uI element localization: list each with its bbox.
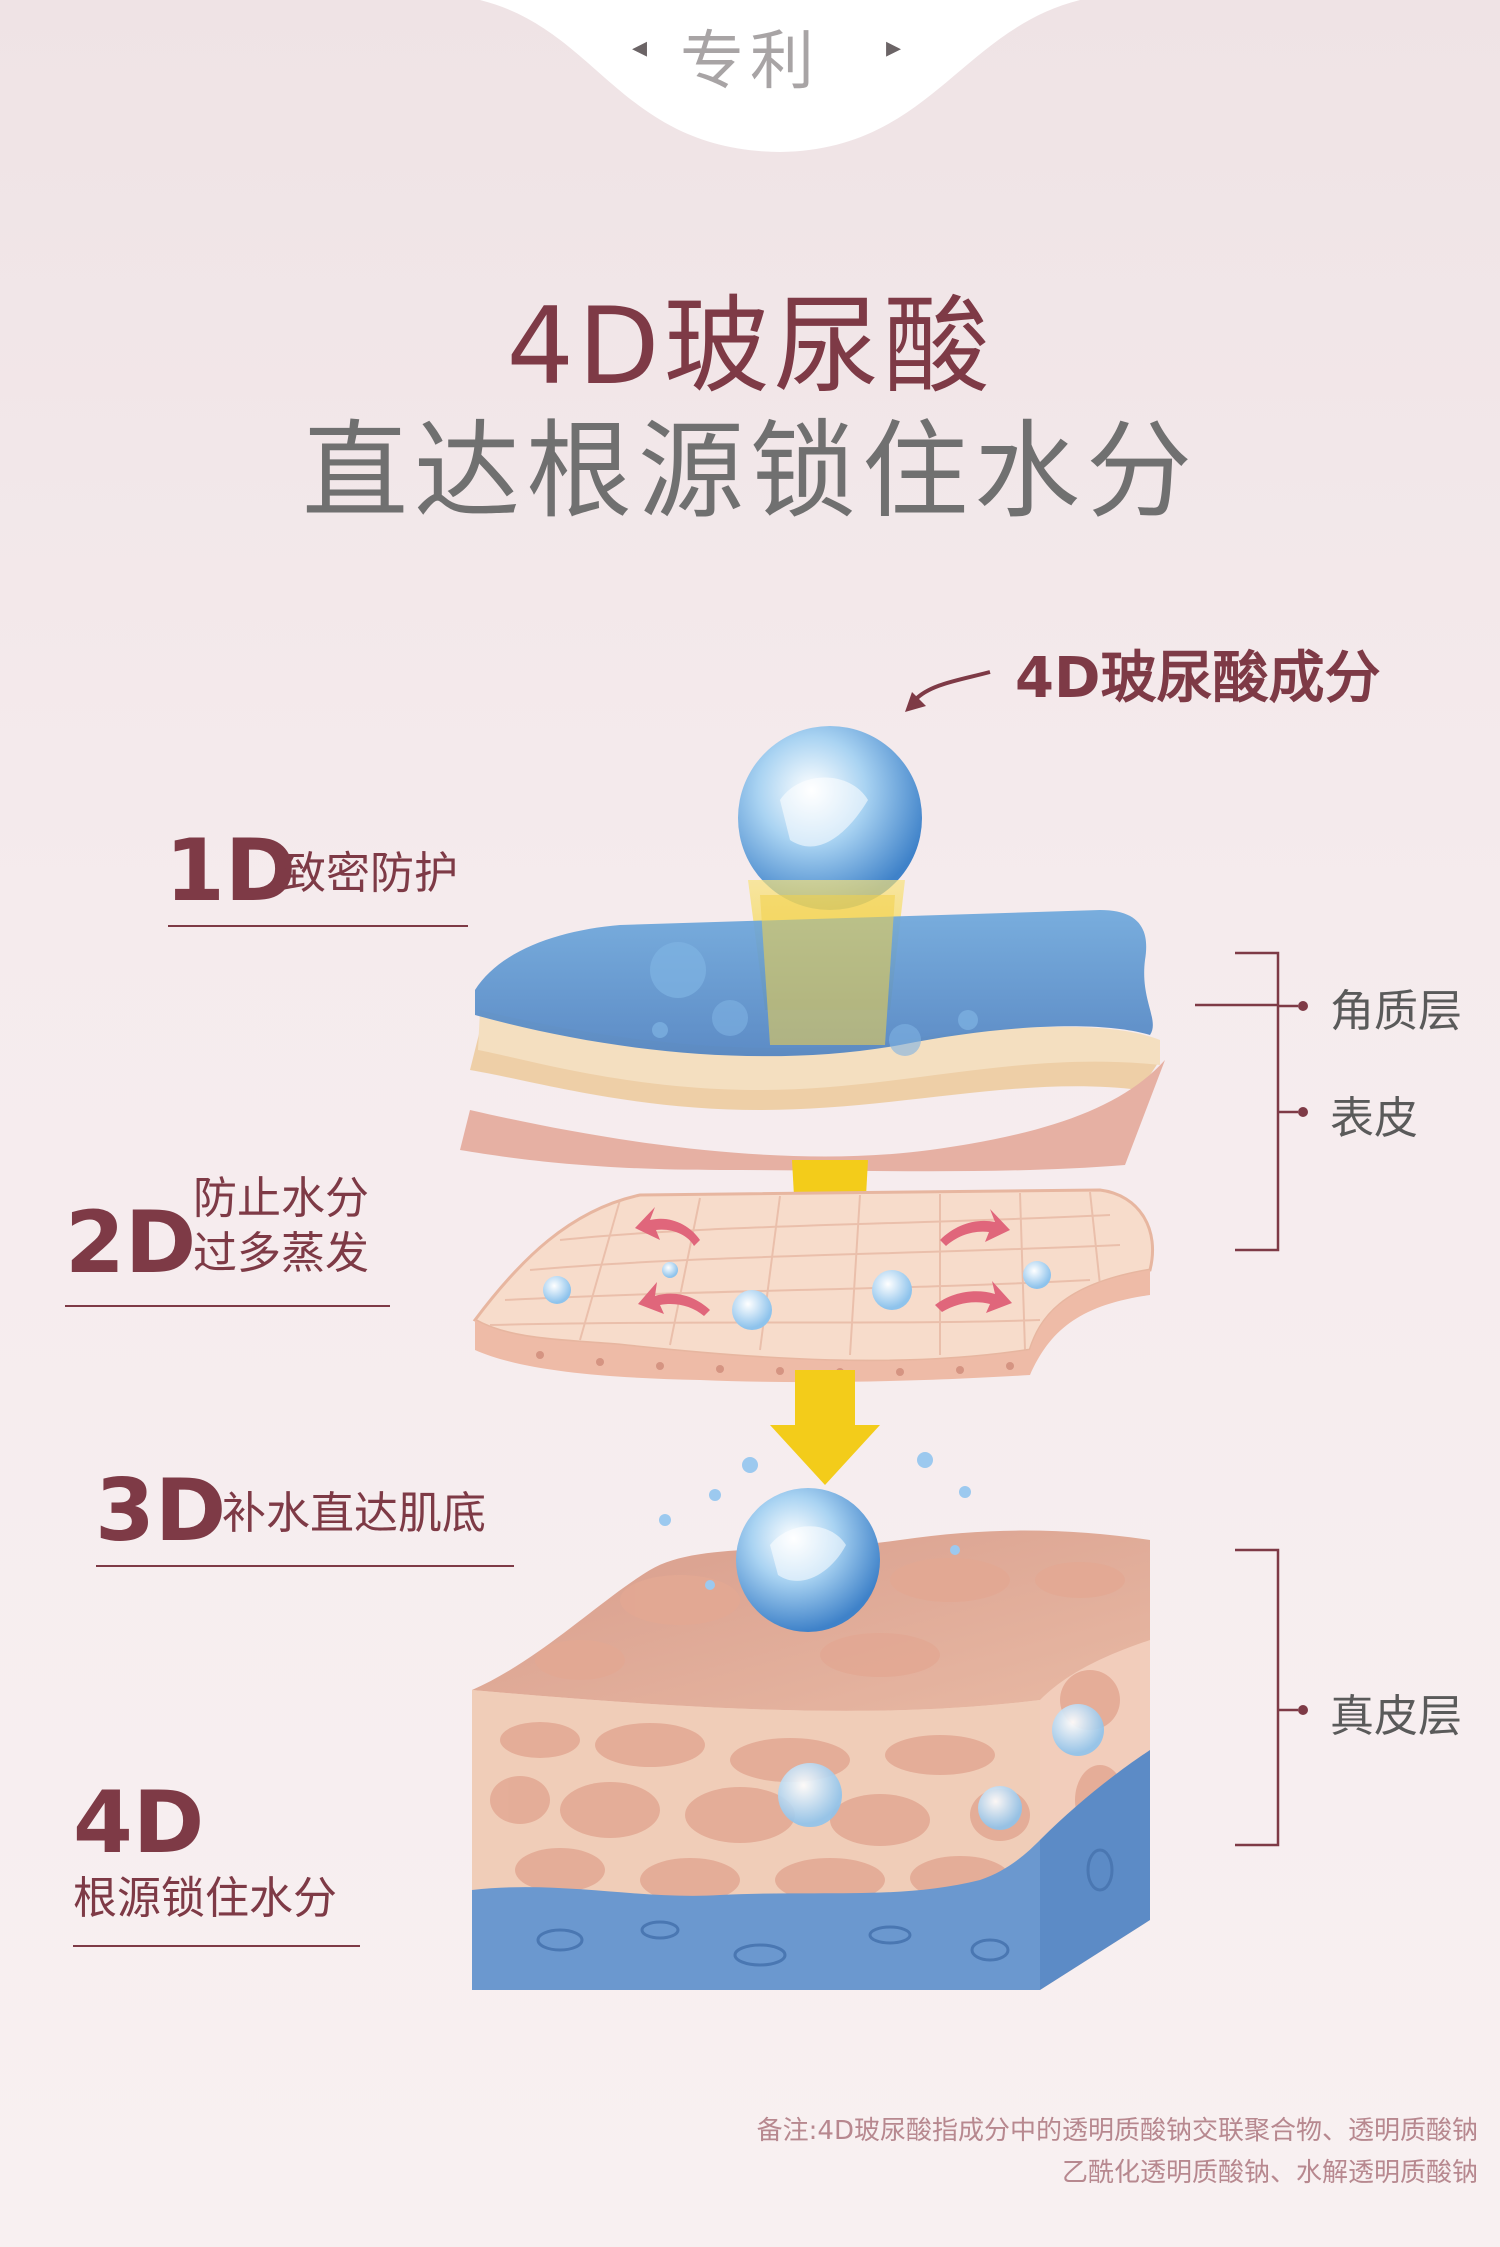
level-2d-desc-line1: 防止水分 [193, 1173, 369, 1224]
level-2d-desc-line2: 过多蒸发 [193, 1228, 369, 1279]
down-arrow-icon [770, 1370, 880, 1485]
epidermis-label: 表皮 [1330, 1093, 1418, 1144]
ingredient-label: 4D玻尿酸成分 [1015, 646, 1381, 711]
level-3d-underline [96, 1565, 514, 1567]
page-title: 4D玻尿酸 [506, 285, 994, 408]
level-1d-underline [168, 925, 468, 927]
page-subtitle: 直达根源锁住水分 [302, 410, 1198, 533]
stratum-corneum-label: 角质层 [1330, 986, 1462, 1037]
dermis-label: 真皮层 [1330, 1691, 1462, 1742]
level-2d-underline [65, 1305, 390, 1307]
level-3d-desc: 补水直达肌底 [222, 1488, 486, 1539]
level-2d-label: 2D [65, 1193, 197, 1293]
footnote-line1: 备注:4D玻尿酸指成分中的透明质酸钠交联聚合物、透明质酸钠 [756, 2116, 1478, 2146]
level-4d-label: 4D [73, 1773, 205, 1873]
level-1d-label: 1D [165, 821, 297, 921]
tab-label: 专利 [680, 25, 820, 99]
level-4d-underline [73, 1945, 360, 1947]
curved-arrow-icon [913, 670, 991, 702]
tab-shape [480, 0, 1080, 152]
tab-left-arrow-icon: ◂ [632, 30, 648, 65]
level-3d-label: 3D [95, 1461, 227, 1561]
footnote-line2: 乙酰化透明质酸钠、水解透明质酸钠 [1061, 2158, 1478, 2188]
patent-tab: ◂ ▸ 专利 [0, 0, 1500, 170]
tab-right-arrow-icon: ▸ [886, 30, 902, 65]
level-4d-desc: 根源锁住水分 [73, 1873, 337, 1924]
level-1d-desc: 致密防护 [282, 848, 458, 899]
